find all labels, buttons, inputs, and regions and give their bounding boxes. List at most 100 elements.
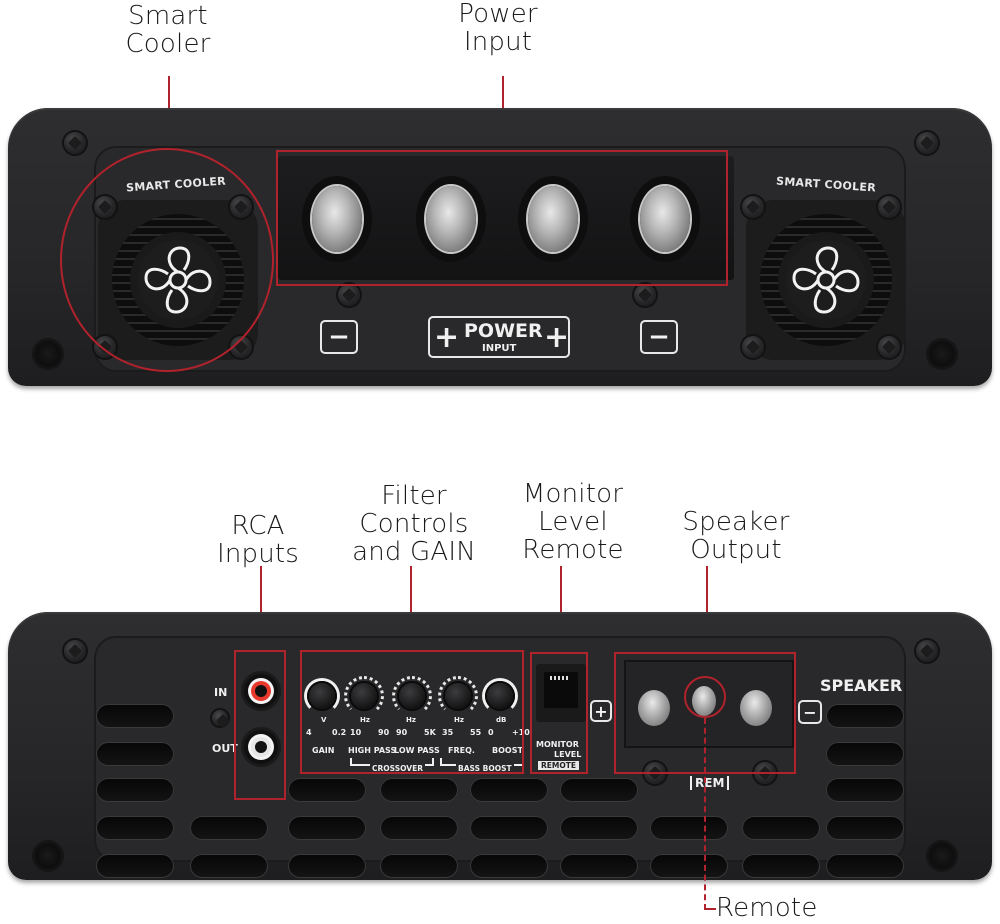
bass-boost-knob[interactable]	[487, 683, 513, 709]
vent-slot	[96, 704, 174, 728]
rubber-foot-icon	[928, 842, 956, 870]
vent-slot	[650, 854, 728, 878]
gain-min: 4	[306, 728, 312, 737]
negative-terminal-label-right: −	[640, 320, 678, 354]
filter-controls-highlight-box	[300, 650, 524, 774]
leader-line-rca	[260, 566, 262, 650]
callout-line: Controls	[359, 509, 469, 539]
bass-freq-knob[interactable]	[445, 683, 471, 709]
monitor-highlight-box	[530, 652, 588, 774]
callout-line: RCA	[231, 511, 285, 541]
remote-dashed-leader-foot	[704, 908, 716, 910]
bottom-callout-rca-inputs: RCA Inputs	[198, 512, 318, 568]
rca-out-label: OUT	[212, 742, 238, 755]
leader-line-monitor	[560, 566, 562, 652]
vent-slot	[190, 816, 268, 840]
remote-tag-label: REMOTE	[538, 761, 579, 770]
gain-max: 0.2	[332, 728, 347, 737]
low-pass-knob-scale	[392, 676, 432, 716]
minus-icon: −	[328, 322, 350, 352]
vent-slot	[190, 854, 268, 878]
plus-icon: +	[434, 320, 460, 355]
remote-terminal-highlight-circle	[684, 676, 726, 718]
callout-line: Cooler	[125, 29, 211, 59]
speaker-negative-label: −	[798, 700, 822, 724]
bottom-callout-monitor-level-remote: Monitor Level Remote	[508, 480, 638, 564]
callout-line: Monitor	[522, 479, 624, 509]
screw-icon	[212, 710, 228, 726]
vent-slot	[96, 778, 174, 802]
vent-slot	[96, 854, 174, 878]
boost-max: +10	[512, 728, 530, 737]
rubber-foot-icon	[34, 842, 62, 870]
vent-slot	[288, 816, 366, 840]
bass-freq-min: 35	[442, 728, 454, 737]
callout-line: Smart	[128, 1, 208, 31]
rca-highlight-box	[234, 650, 286, 800]
rem-label: REM	[690, 776, 730, 790]
vent-slot	[742, 854, 820, 878]
gain-unit: V	[321, 716, 327, 724]
vent-slot	[826, 816, 904, 840]
power-terminal-block	[278, 156, 734, 280]
negative-terminal-label-left: −	[320, 320, 358, 354]
screw-icon	[64, 132, 86, 154]
power-terminal	[630, 176, 700, 262]
rca-in-label: IN	[214, 686, 228, 699]
bass-freq-unit: Hz	[454, 716, 464, 724]
screw-icon	[878, 336, 900, 358]
gain-knob-arc	[304, 678, 340, 714]
boost-unit: dB	[496, 716, 507, 724]
screw-icon	[916, 132, 938, 154]
power-input-highlight-box	[276, 150, 728, 286]
vent-slot	[826, 854, 904, 878]
gain-label: GAIN	[312, 746, 335, 755]
bass-freq-knob-scale	[438, 676, 478, 716]
plus-icon: +	[594, 701, 608, 721]
bass-boost-group-label: BASS BOOST	[456, 764, 514, 773]
rca-output-jack-white[interactable]	[244, 730, 278, 764]
screw-icon	[64, 640, 86, 662]
vent-slot	[470, 816, 548, 840]
rubber-foot-icon	[928, 340, 956, 368]
power-terminal	[416, 176, 486, 262]
monitor-label: MONITOR	[536, 740, 579, 749]
speaker-terminal-negative[interactable]	[740, 690, 772, 726]
callout-line: Level	[538, 507, 608, 537]
crossover-group-label: CROSSOVER	[370, 764, 425, 773]
vent-slot	[288, 854, 366, 878]
vent-slot	[826, 778, 904, 802]
smart-cooler-highlight-circle	[60, 148, 274, 372]
low-pass-unit: Hz	[406, 716, 416, 724]
vent-slot	[650, 816, 728, 840]
speaker-label: SPEAKER	[820, 676, 903, 695]
vent-slot	[826, 742, 904, 766]
rca-input-jack-red[interactable]	[244, 674, 278, 708]
callout-line: Remote	[716, 893, 818, 923]
top-callout-smart-cooler: Smart Cooler	[108, 2, 228, 58]
callout-line: Remote	[522, 535, 624, 565]
remote-dashed-leader	[704, 718, 706, 910]
top-callout-power-input: Power Input	[438, 0, 558, 56]
callout-line: Output	[690, 535, 782, 565]
fan-hub	[786, 240, 866, 320]
minus-icon: −	[648, 322, 670, 352]
low-pass-knob[interactable]	[399, 683, 425, 709]
fan-icon	[792, 246, 860, 314]
high-pass-min: 10	[350, 728, 362, 737]
high-pass-knob-scale	[344, 676, 384, 716]
amplifier-bottom-chassis: IN OUT V Hz Hz Hz dB 4 0.2 10 90 90 5K 3…	[8, 612, 992, 880]
vent-slot	[380, 854, 458, 878]
remote-level-port[interactable]	[536, 664, 586, 722]
screw-icon	[634, 284, 656, 306]
bottom-callout-remote: Remote	[716, 894, 826, 922]
power-label-sub: INPUT	[482, 343, 517, 354]
high-pass-knob[interactable]	[351, 683, 377, 709]
gain-knob[interactable]	[309, 683, 335, 709]
vent-slot	[96, 816, 174, 840]
callout-line: and GAIN	[352, 537, 476, 567]
boost-label: BOOST	[492, 746, 523, 755]
speaker-terminal-positive[interactable]	[638, 690, 670, 726]
screw-icon	[916, 640, 938, 662]
callout-line: Speaker	[682, 507, 790, 537]
